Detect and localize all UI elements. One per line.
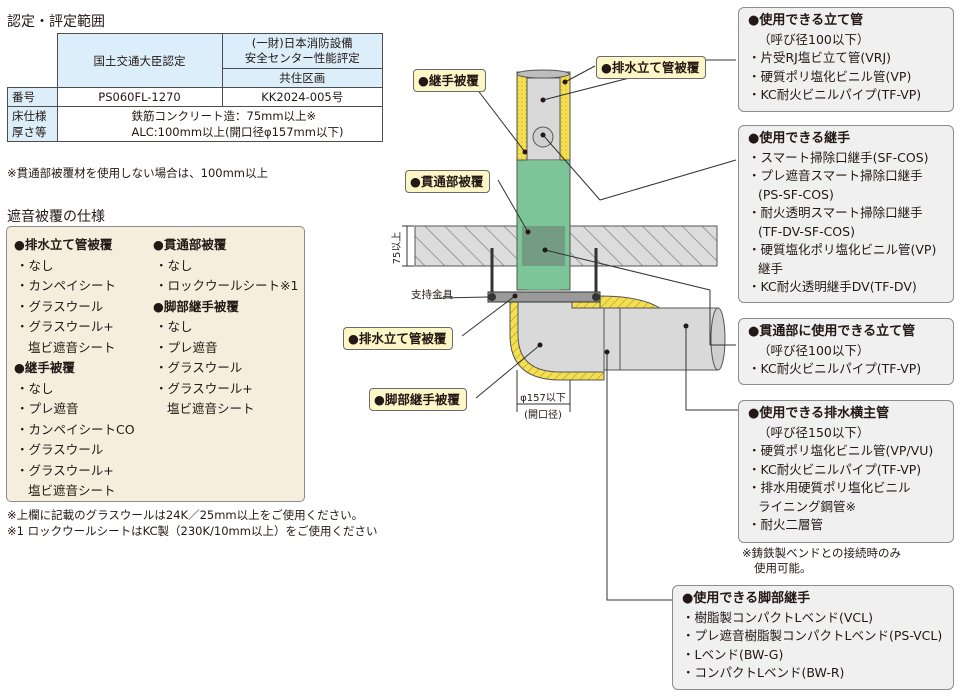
box-item: ・硬質ポリ塩化ビニル管(VP/VU) [748, 443, 934, 458]
box-item: ・プレ遮音樹脂製コンパクトLベンド(PS-VCL) [682, 628, 943, 643]
box-item: ・耐火二層管 [748, 517, 824, 532]
box-item: (TF-DV-SF-COS) [758, 223, 855, 239]
box-item: ライニング鋼管※ [758, 498, 856, 514]
box-item: 継手 [758, 260, 784, 276]
box-item: ・スマート掃除口継手(SF-COS) [748, 149, 929, 165]
spec-item: ・なし [155, 257, 193, 273]
spec-note-2: ※1 ロックウールシートはKC製（230K/10mm以上）をご使用ください [7, 524, 378, 538]
thickness-label: 75以上 [391, 232, 403, 265]
stack-pipe [516, 69, 571, 291]
spec-item: ・グラスウール [16, 442, 104, 457]
cert-section-title: 認定・評定範囲 [7, 14, 105, 30]
box-item: ・片受RJ塩ビ立て管(VRJ) [748, 50, 892, 65]
spec-item: ・グラスウール+ [16, 319, 114, 334]
spec-item: ・グラスウール+ [155, 380, 253, 396]
box-heading: ●使用できる排水横主管 [748, 406, 890, 421]
spec-item: ・プレ遮音 [16, 401, 79, 416]
tag-penetration-cover: ●貫通部被覆 [405, 170, 491, 193]
spec-item: ・ロックウールシート※1 [155, 278, 299, 293]
spec-item: ・グラスウール+ [16, 462, 114, 478]
box-item: ・硬質ポリ塩化ビニル管(VP) [748, 68, 912, 84]
spec-section-title: 遮音被覆の仕様 [7, 209, 105, 225]
cert-floor-spec: 鉄筋コンクリート造：75mm以上※ALC:100mm以上(開口径φ157mm以下… [56, 106, 383, 142]
box-heading: ●使用できる継手 [748, 131, 851, 146]
box-item: ・プレ遮音スマート掃除口継手 [748, 168, 923, 183]
diameter-dimension: φ157以下 (開口径) [516, 370, 571, 421]
thickness-dimension: 75以上 [391, 225, 414, 267]
cert-table: 国土交通大臣認定 (一財)日本消防設備安全センター性能評定 共住区画 番号 PS… [7, 33, 383, 142]
spec-item: ・プレ遮音 [155, 339, 218, 355]
cert-note: ※貫通部被覆材を使用しない場合は、100mm以上 [7, 166, 268, 180]
spec-item: 塩ビ遮音シート [28, 483, 116, 498]
opening-label: (開口径) [524, 408, 562, 421]
box-item: (PS-SF-COS) [758, 186, 834, 202]
spec-item: ●継手被覆 [14, 360, 75, 375]
box-penetration-pipe: ●貫通部に使用できる立て管 （呼び径100以下） ・KC耐火ビニルパイプ(TF-VP… [738, 318, 954, 385]
box-item: ・KC耐火ビニルパイプ(TF-VP) [748, 361, 922, 376]
cert-header-mlit: 国土交通大臣認定 [56, 33, 223, 88]
spec-item: ●貫通部被覆 [153, 237, 227, 252]
box-horizontal-pipe: ●使用できる排水横主管 （呼び径150以下） ・硬質ポリ塩化ビニル管(VP/VU) ・… [738, 400, 954, 543]
leader-dots [512, 79, 689, 355]
spec-item: ・カンペイシート [16, 278, 117, 293]
tag-stack-cover-top: ●排水立て管被覆 [596, 56, 707, 79]
spec-item: ・なし [16, 257, 54, 273]
box-item: （呼び径100以下） [758, 342, 870, 358]
box-item: ・KC耐火透明継手DV(TF-DV) [748, 279, 917, 294]
spec-box: ●排水立て管被覆・なし・カンペイシート・グラスウール・グラスウール+塩ビ遮音シー… [6, 226, 305, 502]
spec-item: ・なし [16, 380, 54, 396]
box-item: （呼び径100以下） [758, 31, 870, 47]
spec-right-column: ●貫通部被覆・なし・ロックウールシート※1●脚部継手被覆・なし・プレ遮音・グラス… [153, 235, 298, 420]
box-item: ・KC耐火ビニルパイプ(TF-VP) [748, 87, 922, 102]
spec-item: 塩ビ遮音シート [167, 401, 255, 416]
tag-joint-cover: ●継手被覆 [413, 69, 486, 92]
spec-left-column: ●排水立て管被覆・なし・カンペイシート・グラスウール・グラスウール+塩ビ遮音シー… [14, 235, 135, 502]
cert-subheader: 共住区画 [221, 68, 383, 88]
box-item: （呼び径150以下） [758, 424, 870, 440]
spec-item: ・グラスウール [16, 298, 104, 314]
spec-note-1: ※上欄に記載のグラスウールは24K／25mm以上をご使用ください。 [7, 508, 364, 522]
box-item: ・樹脂製コンパクトLベンド(VCL) [682, 609, 873, 625]
box-heading: ●貫通部に使用できる立て管 [748, 324, 916, 339]
spec-item: 塩ビ遮音シート [28, 339, 116, 355]
box-item: ・排水用硬質ポリ塩化ビニル [748, 480, 911, 495]
tag-stack-cover-bottom: ●排水立て管被覆 [343, 327, 454, 350]
box-heading: ●使用できる脚部継手 [682, 591, 811, 606]
box-base-fittings: ●使用できる脚部継手・樹脂製コンパクトLベンド(VCL) ・プレ遮音樹脂製コンパク… [672, 585, 954, 690]
leader-lines [439, 59, 738, 601]
box-item: ・KC耐火ビニルパイプ(TF-VP) [748, 461, 922, 477]
cert-header-fesc: (一財)日本消防設備安全センター性能評定 [221, 33, 383, 69]
tag-base-cover: ●脚部継手被覆 [369, 388, 467, 411]
box-heading: ●使用できる立て管 [748, 13, 864, 28]
box-item: ・コンパクトLベンド(BW-R) [682, 665, 845, 680]
diameter-label: φ157以下 [520, 393, 566, 404]
base-elbow [509, 291, 662, 381]
spec-item: ・カンペイシートCO [16, 421, 135, 437]
spec-item: ●排水立て管被覆 [14, 237, 113, 252]
support-label: 支持金具 [411, 288, 453, 301]
box-item: ・硬質塩化ポリ塩化ビニル管(VP) [748, 242, 937, 257]
spec-item: ●脚部継手被覆 [153, 298, 239, 314]
horizontal-note: ※鋳鉄製ベンドとの接続時のみ 使用可能。 [742, 546, 902, 575]
box-item: ・耐火透明スマート掃除口継手 [748, 205, 923, 220]
spec-item: ・グラスウール [155, 360, 243, 375]
horizontal-main-pipe [599, 307, 726, 371]
box-stack-pipe: ●使用できる立て管 （呼び径100以下） ・片受RJ塩ビ立て管(VRJ) ・硬質ポリ塩… [738, 7, 954, 112]
spec-item: ・なし [155, 319, 193, 334]
box-fittings: ●使用できる継手・スマート掃除口継手(SF-COS) ・プレ遮音スマート掃除口継手… [738, 125, 954, 303]
box-item: ・Lベンド(BW-G) [682, 646, 784, 662]
